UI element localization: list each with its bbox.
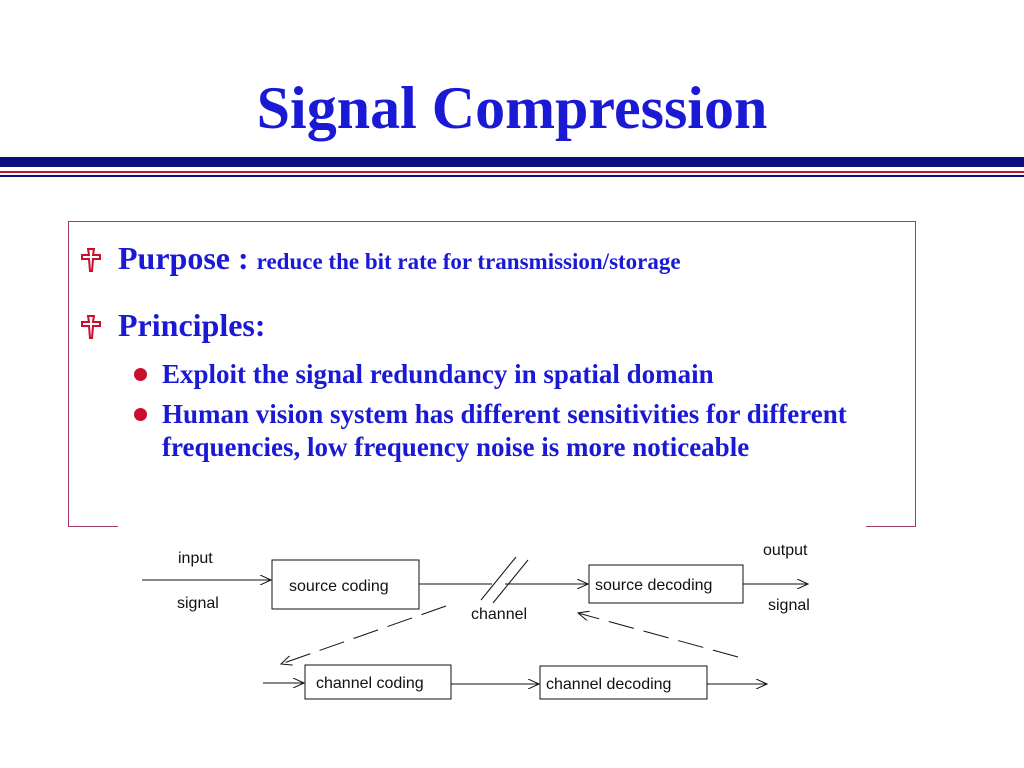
bullet-purpose: Purpose : reduce the bit rate for transm… bbox=[80, 238, 880, 282]
output-signal-label: signal bbox=[768, 597, 810, 614]
source-decoding-label: source decoding bbox=[595, 577, 712, 594]
cross-bullet-icon bbox=[81, 248, 101, 272]
dot-bullet-icon bbox=[134, 368, 147, 381]
sub-bullet-2: Human vision system has different sensit… bbox=[162, 399, 847, 462]
channel-coding-box bbox=[304, 664, 452, 700]
bullet-heading: Principles: bbox=[118, 307, 266, 343]
title-rule-navy-thin bbox=[0, 175, 1024, 177]
bullet-principles: Principles: bbox=[80, 305, 880, 349]
source-coding-label: source coding bbox=[289, 578, 389, 595]
channel-break-icon bbox=[492, 559, 529, 604]
cross-bullet-icon bbox=[81, 315, 101, 339]
channel-break-icon bbox=[480, 556, 517, 601]
bullet-heading: Purpose : bbox=[118, 240, 249, 276]
box-border-gap bbox=[118, 522, 866, 532]
dot-bullet-icon bbox=[134, 408, 147, 421]
input-label: input bbox=[178, 550, 213, 567]
source-coding-box bbox=[271, 559, 420, 610]
dashed-arrow-to-source-decoding bbox=[578, 613, 739, 658]
title-rule-red bbox=[0, 171, 1024, 173]
input-signal-label: signal bbox=[177, 595, 219, 612]
title-rule-navy bbox=[0, 157, 1024, 167]
dashed-arrow-to-channel-coding bbox=[281, 605, 447, 664]
channel-decoding-box bbox=[539, 665, 708, 700]
slide-title: Signal Compression bbox=[256, 75, 768, 141]
bullet-note: reduce the bit rate for transmission/sto… bbox=[256, 249, 681, 274]
output-label: output bbox=[763, 542, 808, 559]
channel-decoding-label: channel decoding bbox=[546, 676, 671, 693]
channel-label: channel bbox=[471, 606, 527, 623]
channel-coding-label: channel coding bbox=[316, 675, 424, 692]
sub-bullet-1: Exploit the signal redundancy in spatial… bbox=[162, 359, 714, 389]
